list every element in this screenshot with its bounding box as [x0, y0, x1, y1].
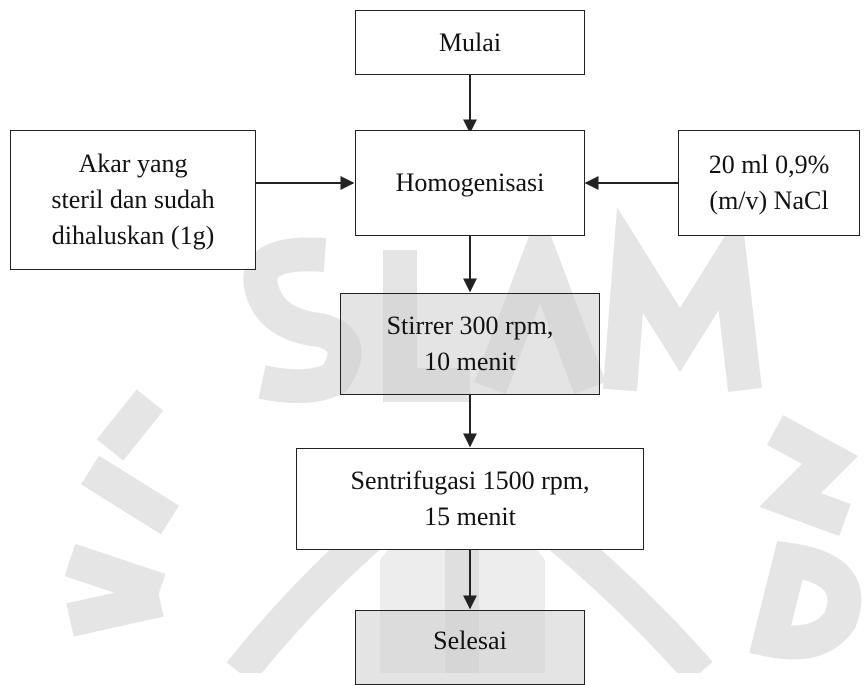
node-homogenisasi: Homogenisasi — [355, 130, 585, 236]
node-nacl-line-2: (m/v) NaCl — [709, 186, 829, 215]
node-akar-line-3: dihaluskan (1g) — [51, 221, 215, 250]
node-stirrer-line-2: 10 menit — [424, 347, 516, 376]
node-selesai-label: Selesai — [433, 626, 507, 655]
node-sentrifugasi-line-1: Sentrifugasi 1500 rpm, — [350, 466, 590, 495]
node-mulai-label: Mulai — [438, 27, 502, 57]
node-nacl: 20 ml 0,9% (m/v) NaCl — [678, 130, 860, 236]
node-homogenisasi-label: Homogenisasi — [395, 168, 545, 197]
node-stirrer: Stirrer 300 rpm, 10 menit — [340, 293, 600, 395]
node-selesai: Selesai — [355, 610, 585, 685]
node-akar-line-2: steril dan sudah — [51, 185, 215, 214]
node-sentrifugasi: Sentrifugasi 1500 rpm, 15 menit — [296, 448, 644, 550]
node-stirrer-line-1: Stirrer 300 rpm, — [386, 311, 554, 340]
node-sentrifugasi-line-2: 15 menit — [424, 502, 516, 531]
node-mulai: Mulai — [355, 10, 585, 75]
node-akar: Akar yang steril dan sudah dihaluskan (1… — [10, 130, 256, 270]
node-nacl-line-1: 20 ml 0,9% — [708, 150, 830, 179]
node-akar-line-1: Akar yang — [78, 149, 188, 178]
